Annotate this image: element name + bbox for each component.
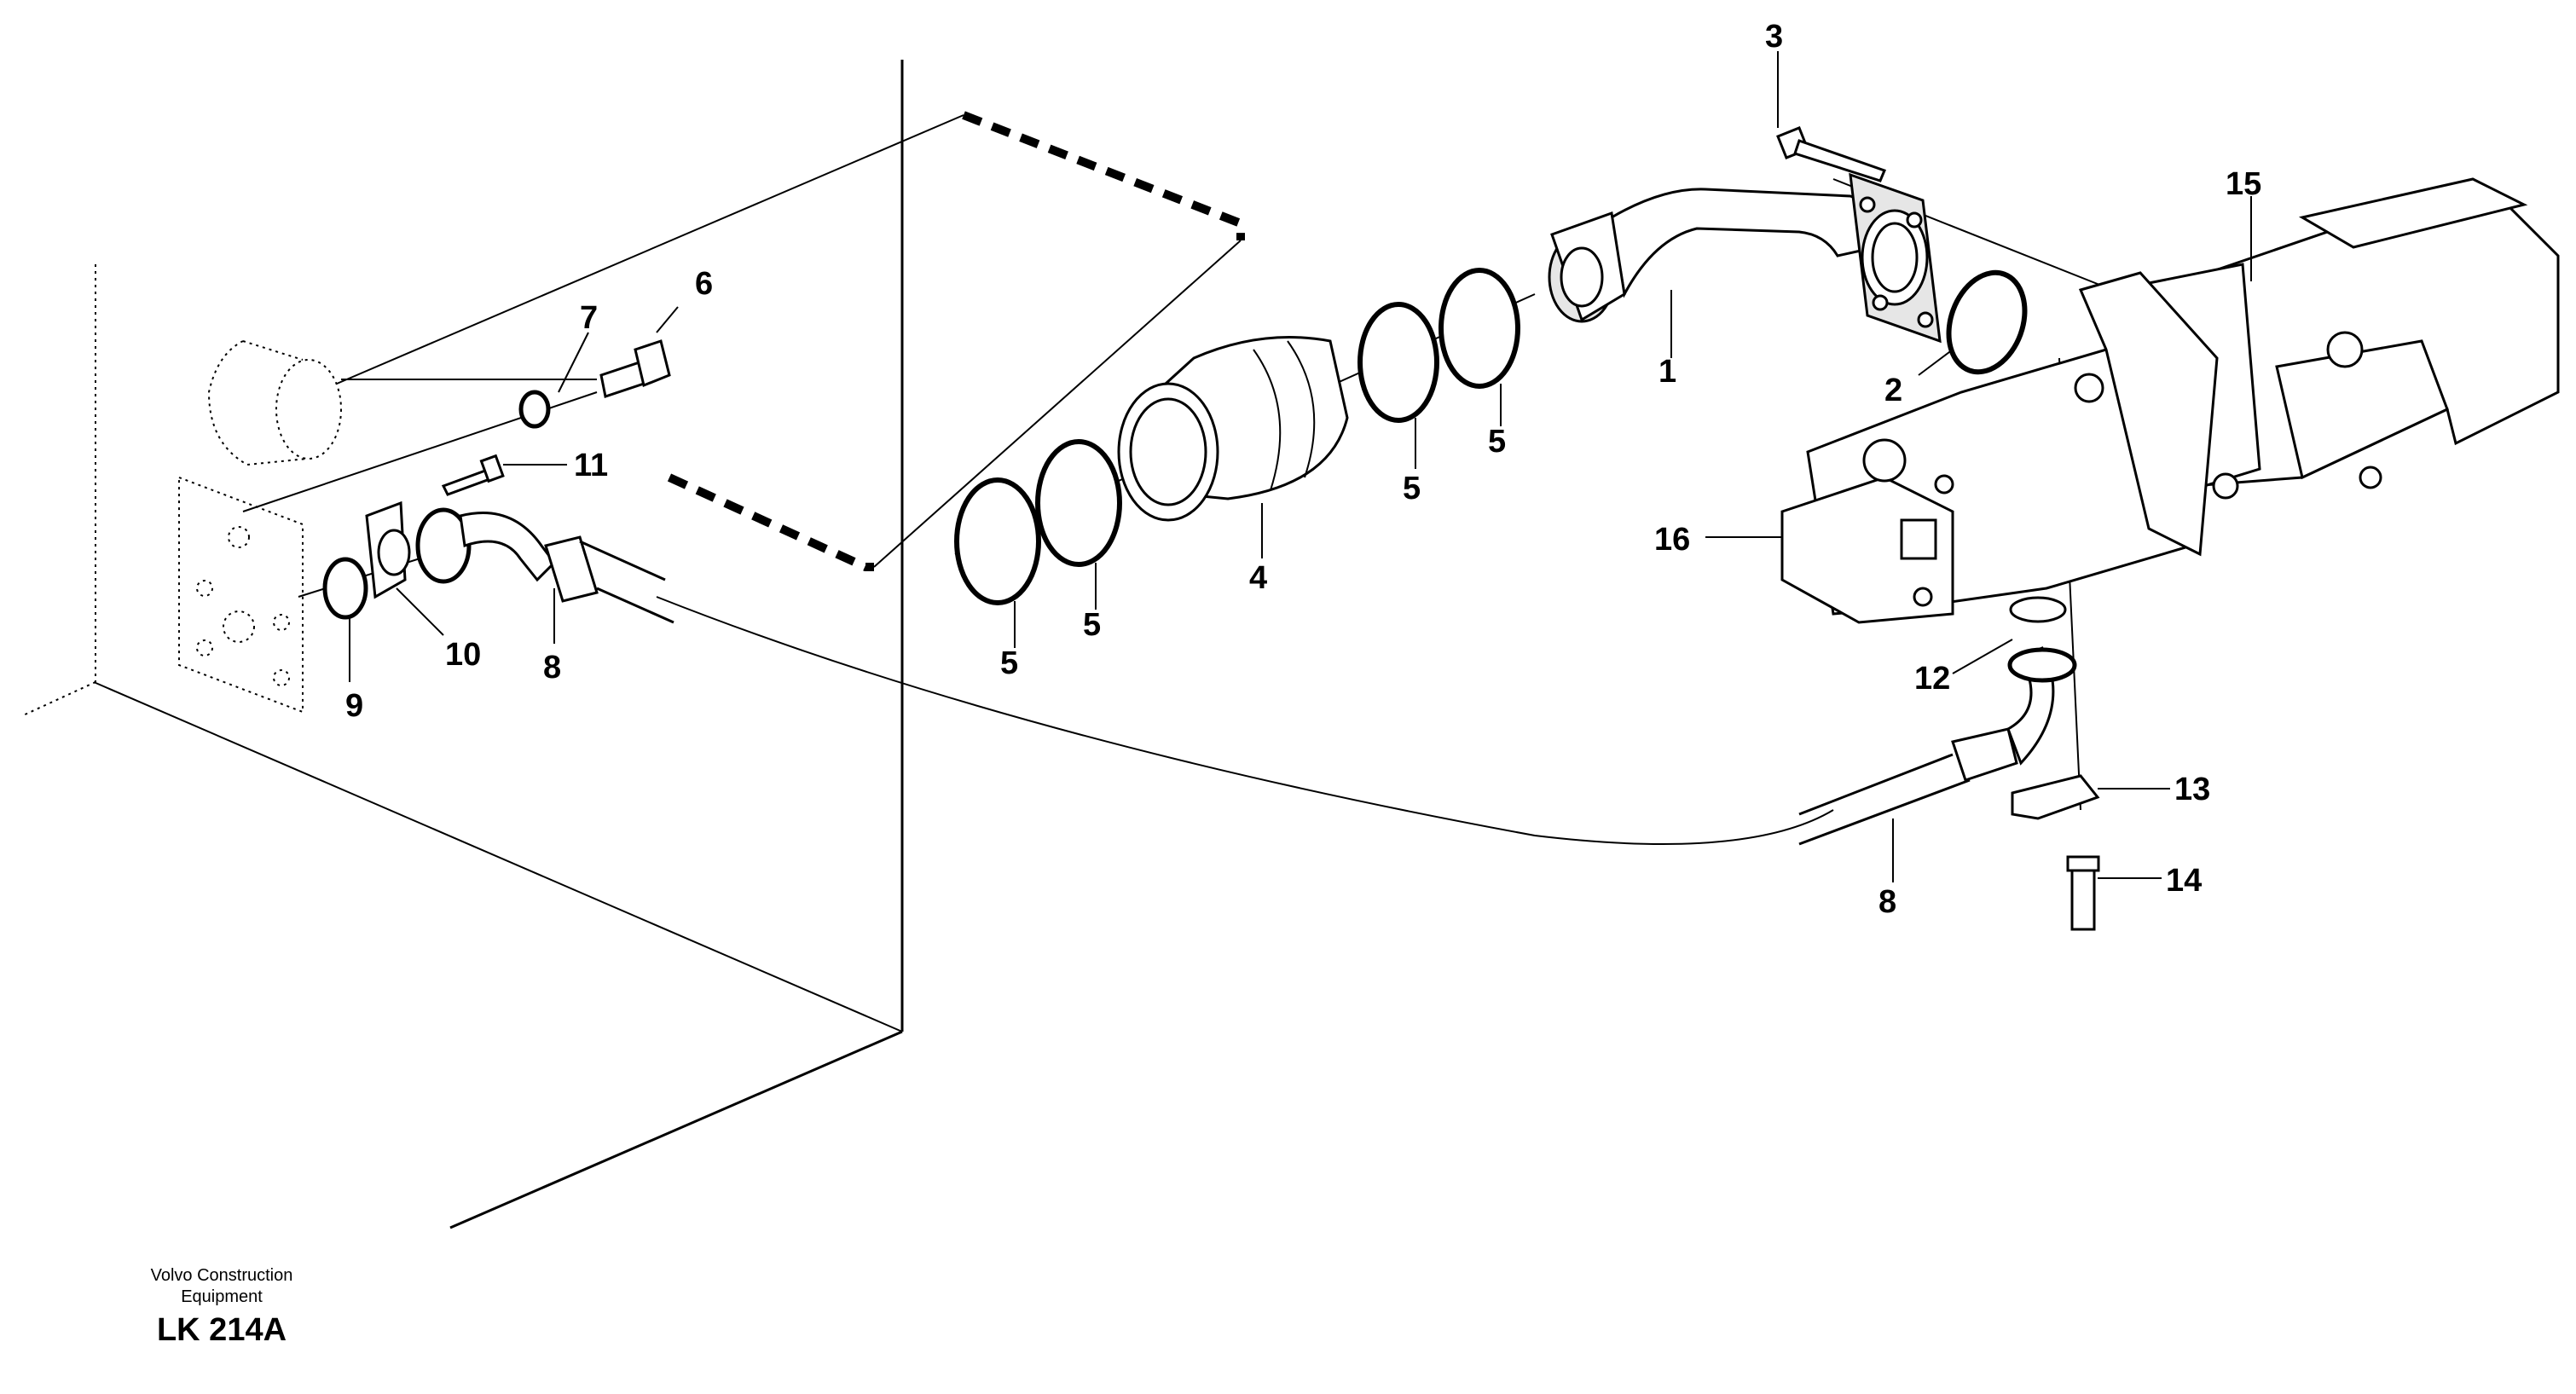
bolt-part-3 [1776,126,1886,182]
bolt-part-14 [2066,855,2100,931]
hose-part-8-left [415,507,674,624]
tank-fitting-cylinder [207,340,342,466]
callout-9: 9 [345,688,363,724]
company-name-line1: Volvo Construction [151,1266,293,1285]
oring-part-2 [1946,269,2028,375]
callout-14: 14 [2166,863,2202,899]
footer: Volvo Construction Equipment LK 214A [151,1266,293,1348]
clamp-part-13 [2011,774,2100,820]
hose-clamps-part-5 [954,268,1520,605]
callout-3: 3 [1765,19,1783,55]
callout-11: 11 [574,448,608,483]
callout-8b: 8 [1878,884,1896,920]
callout-10: 10 [445,637,481,673]
pipe-part-1 [1548,188,1878,323]
callout-labels: 1 2 3 4 5 5 5 5 6 7 8 8 9 10 11 12 13 14… [345,19,2261,920]
tank-flange-plate [178,476,304,714]
callout-5a: 5 [1000,645,1018,681]
callout-4: 4 [1249,560,1267,596]
callout-2: 2 [1884,373,1902,408]
company-name-line2: Equipment [181,1287,263,1306]
callout-5b: 5 [1083,607,1101,643]
seal-part-12 [2007,596,2077,683]
callout-15: 15 [2226,166,2261,202]
callout-5d: 5 [1488,424,1506,460]
callout-13: 13 [2174,772,2210,807]
drawing-code: LK 214A [157,1312,287,1348]
frame-lines [20,60,904,1229]
sleeve-part-4 [1117,336,1349,522]
screw-part-11 [441,454,505,496]
callout-12: 12 [1914,661,1950,697]
pump-part-16 [1780,271,2219,624]
banjo-bolt-part-6 [599,339,671,398]
washer-part-7 [518,390,551,429]
clamp-part-10 [365,500,411,599]
leader-lines [349,51,2252,882]
callout-1: 1 [1658,354,1676,390]
hidden-component-outline [336,111,1245,571]
callout-6: 6 [695,266,713,302]
callout-8a: 8 [543,650,561,685]
callout-7: 7 [580,300,598,336]
callout-16: 16 [1654,522,1690,558]
callout-5c: 5 [1403,471,1421,506]
pipe-flange [1849,172,1942,344]
seal-part-9 [322,557,368,620]
